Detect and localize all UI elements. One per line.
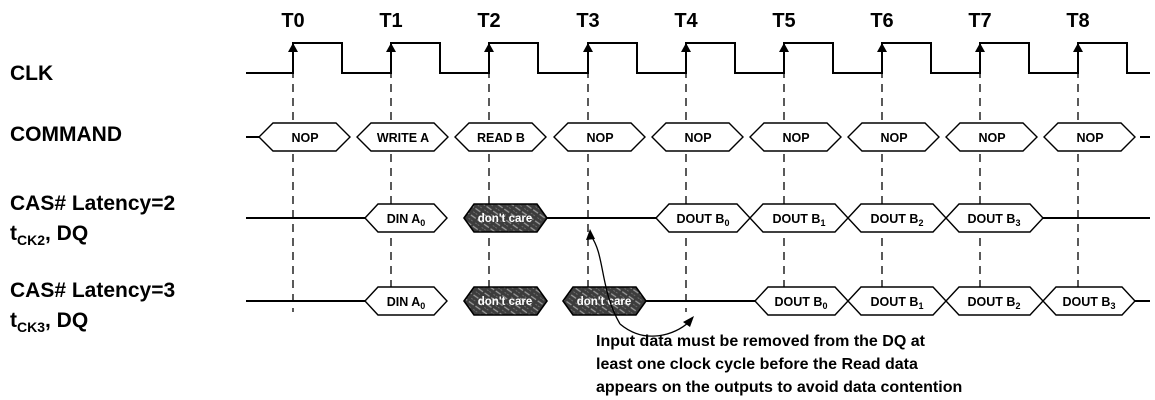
cl3-dout-b3: [1042, 286, 1136, 316]
tick-t5: T5: [772, 10, 795, 32]
tick-t3: T3: [576, 10, 599, 32]
command-label-7: NOP: [978, 131, 1005, 145]
cl2-label-line2: tCK2, DQ: [10, 222, 88, 248]
cl2-din-a0: [364, 203, 448, 233]
tick-t6: T6: [870, 10, 893, 32]
tick-t0: T0: [281, 10, 304, 32]
command-nop-t8: [1043, 122, 1136, 152]
cl3-dout-label-1: DOUT B1: [871, 295, 924, 311]
tick-labels: T0 T1 T2 T3 T4 T5 T6 T7 T8: [281, 10, 1089, 32]
command-read-b: [454, 122, 547, 152]
cl3-label-line1: CAS# Latency=3: [10, 279, 175, 302]
command-label-1: WRITE A: [377, 131, 429, 145]
command-label-0: NOP: [291, 131, 318, 145]
cl2-dont-care: [463, 203, 548, 233]
cl3-dont-care-2: [562, 286, 647, 316]
command-label-6: NOP: [880, 131, 907, 145]
command-nop-t5: [749, 122, 842, 152]
cl3-dq-row: DIN A0 don't care don't care DOUT B0 DOU…: [246, 286, 1150, 316]
cl3-din-a0: [364, 286, 448, 316]
cl3-din-label: DIN A0: [387, 295, 426, 311]
tick-t4: T4: [674, 10, 698, 32]
note-line-1: Input data must be removed from the DQ a…: [596, 333, 926, 350]
cl2-dout-label-3: DOUT B3: [968, 212, 1021, 228]
clk-edge-arrows: [288, 43, 1083, 52]
command-write-a: [356, 122, 449, 152]
cl2-din-label: DIN A0: [387, 212, 426, 228]
command-label-2: READ B: [477, 131, 525, 145]
command-nop-t0: [258, 122, 351, 152]
signal-labels: CLK COMMAND CAS# Latency=2 tCK2, DQ CAS#…: [10, 62, 175, 335]
command-nop-t7: [945, 122, 1038, 152]
note-line-3: appears on the outputs to avoid data con…: [596, 379, 962, 396]
cl2-label-line1: CAS# Latency=2: [10, 192, 175, 215]
cl3-dout-label-0: DOUT B0: [775, 295, 828, 311]
cl3-label-line2: tCK3, DQ: [10, 309, 88, 335]
tick-t8: T8: [1066, 10, 1089, 32]
command-nop-t4: [651, 122, 744, 152]
arrow-head-cl2: [586, 229, 595, 240]
command-label-3: NOP: [586, 131, 613, 145]
tick-t1: T1: [379, 10, 402, 32]
clk-label: CLK: [10, 62, 53, 85]
tick-t2: T2: [477, 10, 500, 32]
command-nop-t3: [553, 122, 646, 152]
cl2-dout-label-0: DOUT B0: [677, 212, 730, 228]
note-line-2: least one clock cycle before the Read da…: [596, 356, 918, 373]
contention-annotation-arrows: [586, 229, 694, 337]
command-label-4: NOP: [684, 131, 711, 145]
arrow-to-cl3-dq: [619, 321, 690, 337]
tick-t7: T7: [968, 10, 991, 32]
cl3-dout-label-2: DOUT B2: [968, 295, 1021, 311]
command-label-8: NOP: [1076, 131, 1103, 145]
command-nop-t6: [847, 122, 940, 152]
command-row: NOP WRITE A READ B NOP NOP NOP NOP NOP N…: [246, 122, 1150, 152]
clk-waveform: [246, 42, 1150, 74]
command-label-5: NOP: [782, 131, 809, 145]
cl2-dout-label-2: DOUT B2: [871, 212, 924, 228]
arrow-to-cl2-dq: [590, 235, 621, 325]
guide-lines: [292, 56, 1079, 312]
arrow-head-cl3: [683, 316, 694, 327]
cl3-dont-care-1: [463, 286, 548, 316]
cl2-dout-b3: [945, 203, 1044, 233]
cl3-dout-label-3: DOUT B3: [1063, 295, 1116, 311]
contention-note: Input data must be removed from the DQ a…: [596, 333, 962, 396]
cl2-dq-row: DIN A0 don't care DOUT B0 DOUT B1 DOUT B…: [246, 203, 1150, 233]
command-label: COMMAND: [10, 123, 122, 146]
cl2-dout-label-1: DOUT B1: [773, 212, 826, 228]
cl3-dont-care-label-1: don't care: [478, 296, 533, 308]
cl2-dont-care-label: don't care: [478, 213, 533, 225]
cl3-dont-care-label-2: don't care: [577, 296, 632, 308]
